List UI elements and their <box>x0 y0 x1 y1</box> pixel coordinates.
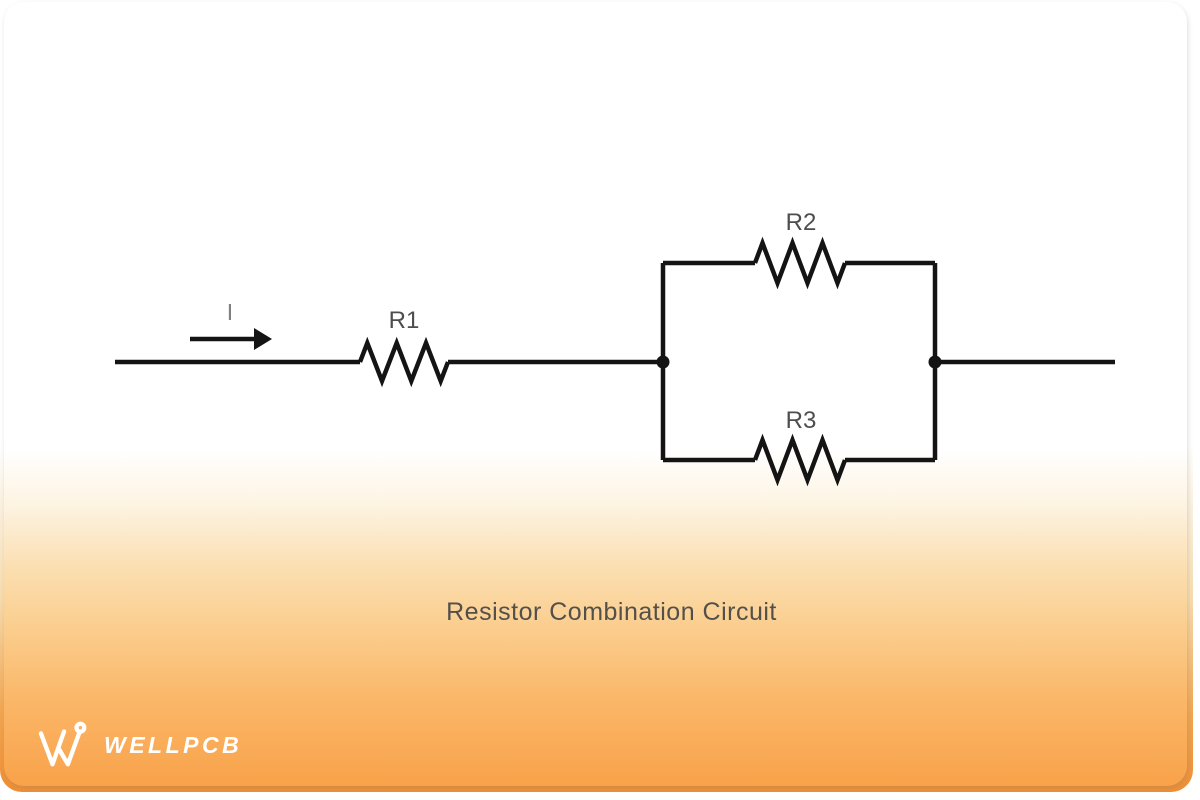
wires <box>115 260 1115 463</box>
content-card: I R1 R2 R3 Resistor Combination Circuit … <box>4 2 1187 786</box>
circuit-diagram: I R1 R2 R3 <box>115 209 1115 487</box>
current-arrow <box>190 328 272 350</box>
current-arrow-head <box>254 328 272 350</box>
wellpcb-logo-icon <box>38 721 87 767</box>
caption: Resistor Combination Circuit <box>446 598 777 626</box>
logo-w-stroke-2 <box>56 730 82 767</box>
junction-dot-left <box>656 355 670 369</box>
wellpcb-logo-text: WELLPCB <box>104 731 243 758</box>
resistor-r3-symbol <box>752 433 848 487</box>
wellpcb-logo: WELLPCB <box>36 720 242 770</box>
logo-w-stroke-1 <box>38 729 67 767</box>
resistors <box>357 236 848 487</box>
label-current: I <box>227 299 233 325</box>
label-r3: R3 <box>786 407 817 434</box>
junction-dot-right <box>928 355 942 369</box>
logo-ring <box>74 721 87 734</box>
label-r1: R1 <box>389 307 420 334</box>
label-r2: R2 <box>786 209 817 236</box>
resistor-r1-symbol <box>357 336 451 388</box>
resistor-r2-symbol <box>752 236 848 290</box>
